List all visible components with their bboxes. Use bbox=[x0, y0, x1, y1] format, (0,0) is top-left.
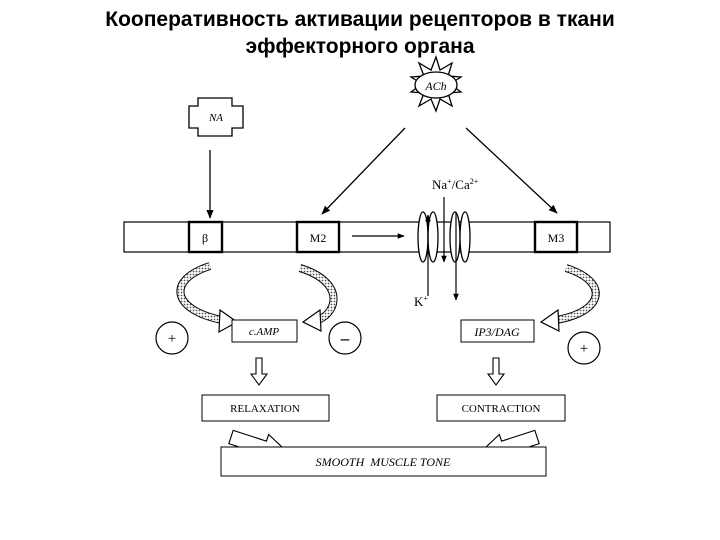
camp-label: c.AMP bbox=[249, 326, 280, 338]
camp-to-relaxation-arrow bbox=[249, 357, 269, 386]
relaxation-box: RELAXATION bbox=[201, 394, 330, 422]
m3-curved-arrow bbox=[539, 308, 560, 332]
beta-receptor: β bbox=[187, 220, 224, 254]
svg-text:+: + bbox=[168, 331, 176, 347]
ach-label: ACh bbox=[424, 79, 446, 93]
ach-transmitter-icon: ACh bbox=[409, 55, 463, 113]
beta-plus-effect: + bbox=[155, 321, 189, 355]
ion-channel bbox=[417, 211, 471, 263]
na-label: NA bbox=[208, 112, 223, 124]
page-title: Кооперативность активации рецепторов в т… bbox=[0, 6, 720, 60]
k-label: K+ bbox=[414, 294, 428, 309]
title-line-1: Кооперативность активации рецепторов в т… bbox=[105, 8, 615, 31]
relaxation-label: RELAXATION bbox=[230, 403, 300, 415]
contraction-label: CONTRACTION bbox=[462, 403, 541, 415]
na-transmitter-box: NA bbox=[188, 97, 244, 137]
beta-receptor-label: β bbox=[202, 231, 208, 245]
m2-receptor: M2 bbox=[295, 220, 341, 254]
ip3-dag-box: IP3/DAG bbox=[460, 319, 535, 343]
beta-curved-arrow bbox=[218, 308, 239, 334]
m3-receptor-label: M3 bbox=[548, 231, 565, 245]
m3-receptor: M3 bbox=[533, 220, 579, 254]
m2-minus-effect: – bbox=[328, 321, 362, 355]
ach-to-m2-arrow bbox=[321, 127, 406, 215]
ip3-dag-label: IP3/DAG bbox=[473, 325, 520, 339]
title-line-2: эффекторного органа bbox=[245, 35, 475, 58]
m3-plus-effect: + bbox=[567, 331, 601, 365]
svg-text:–: – bbox=[340, 329, 350, 348]
na-ca-label: Na+/Ca2+ bbox=[432, 177, 479, 192]
ip3-to-contraction-arrow bbox=[486, 357, 506, 386]
m2-curved-arrow bbox=[301, 308, 322, 332]
smooth-muscle-tone-box: SMOOTH MUSCLE TONE bbox=[220, 446, 547, 477]
ach-to-m3-arrow bbox=[465, 127, 558, 214]
camp-box: c.AMP bbox=[231, 319, 298, 343]
smooth-muscle-tone-label: SMOOTH MUSCLE TONE bbox=[316, 455, 451, 469]
m2-receptor-label: M2 bbox=[310, 231, 327, 245]
svg-text:+: + bbox=[580, 341, 588, 357]
contraction-box: CONTRACTION bbox=[436, 394, 566, 422]
